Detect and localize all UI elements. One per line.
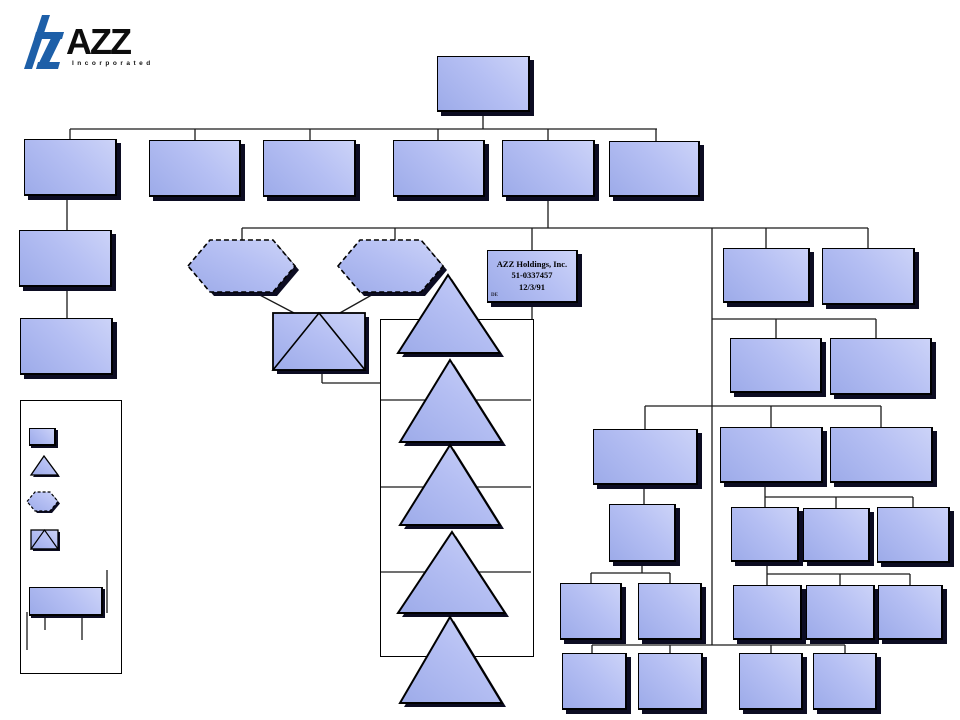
legend-panel (20, 400, 122, 674)
azz-logo-mark-icon (24, 15, 64, 69)
legend-box-sample (29, 428, 56, 446)
legend-structure-sample-box (29, 587, 103, 616)
org-box (609, 141, 700, 197)
hexagon-shadow (192, 244, 299, 296)
org-box (731, 507, 799, 562)
org-box (437, 56, 530, 112)
holdings-date: 12/3/91 (519, 281, 545, 292)
org-box (720, 427, 823, 483)
org-box (878, 585, 943, 640)
envelope-node (271, 311, 369, 374)
org-box (149, 140, 241, 197)
org-box (813, 653, 877, 710)
holdings-ein: 51-0337457 (511, 270, 553, 281)
org-box (593, 429, 698, 485)
org-box (638, 653, 703, 710)
connector-line (251, 290, 297, 315)
holdings-name: AZZ Holdings, Inc. (496, 259, 568, 270)
holdings-state-label: DE (491, 292, 498, 298)
org-box (19, 230, 112, 287)
org-box (877, 507, 950, 563)
org-box (830, 427, 933, 483)
org-box (502, 140, 595, 197)
org-box (393, 140, 485, 197)
logo-company-name: AZZ (66, 21, 132, 62)
org-box (24, 139, 117, 196)
org-box (730, 338, 822, 393)
hexagon-node (336, 239, 445, 293)
triangle-stack-frame (380, 319, 534, 657)
org-box (806, 585, 875, 640)
org-box (803, 508, 870, 562)
org-box (638, 583, 702, 640)
org-box (822, 248, 915, 305)
org-box (609, 504, 676, 562)
org-box (733, 585, 802, 640)
org-box (739, 653, 803, 710)
logo-subtitle: Incorporated (72, 60, 154, 68)
org-box (20, 318, 113, 375)
org-box (562, 653, 627, 710)
connector-line (337, 291, 378, 315)
hexagon-shadow (342, 244, 447, 296)
org-box (263, 140, 356, 197)
azz-logo: AZZ Incorporated (22, 12, 154, 70)
org-box (560, 583, 622, 640)
azz-holdings-box: AZZ Holdings, Inc. 51-0337457 12/3/91 DE (487, 250, 578, 303)
org-box (723, 248, 810, 303)
org-box (830, 338, 932, 395)
hexagon-node (186, 239, 297, 293)
